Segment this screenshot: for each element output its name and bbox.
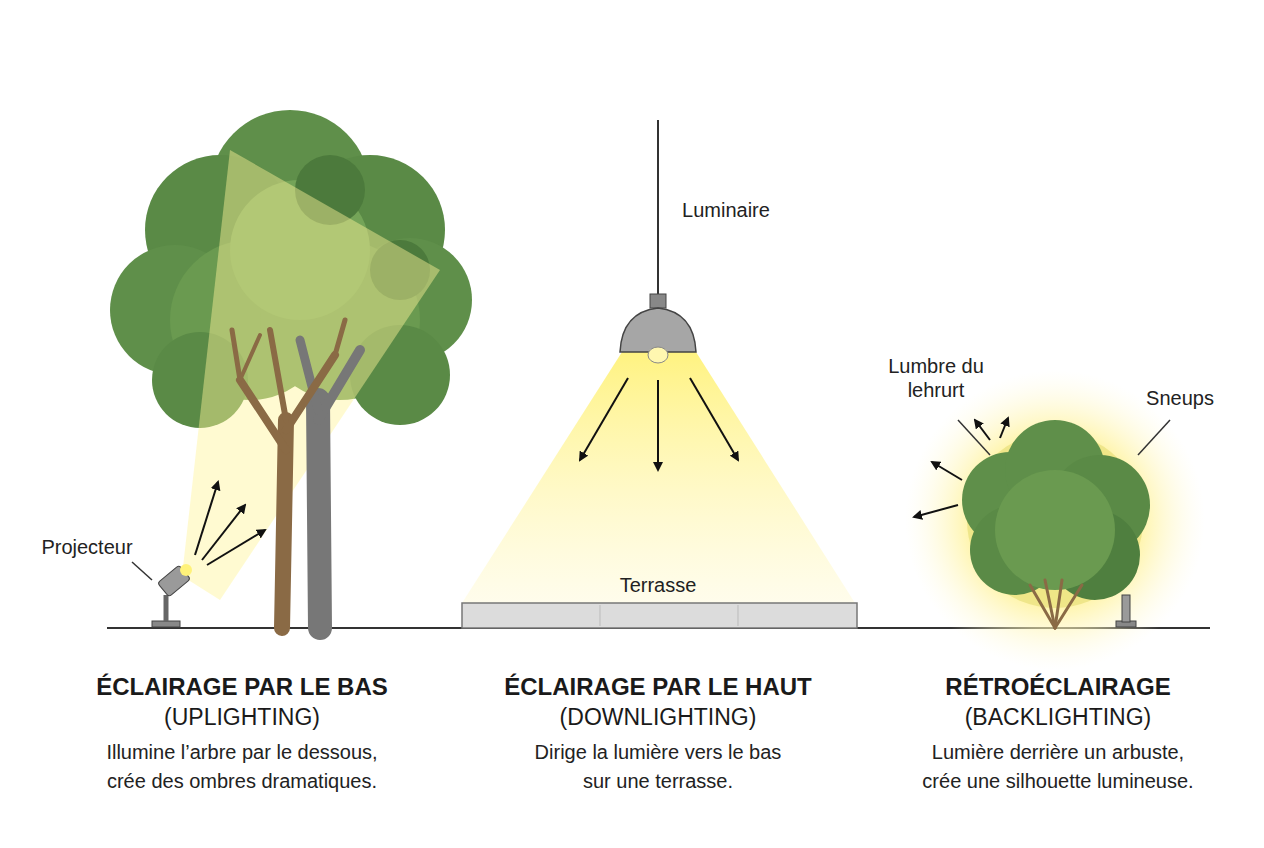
part-label: Projecteur — [41, 535, 132, 559]
leader-line — [958, 420, 990, 455]
tree-trunk — [300, 340, 360, 628]
part-label: Luminaire — [682, 198, 770, 222]
shrub — [962, 420, 1150, 608]
light-cone — [462, 352, 855, 603]
section-heading: RÉTROÉCLAIRAGE — [945, 673, 1170, 702]
part-label: Lumbre du lehrurt — [881, 354, 991, 402]
lamp-cord — [657, 120, 659, 296]
projector-symbol — [152, 564, 192, 627]
lamp-symbol — [620, 294, 696, 363]
section-subtitle: (BACKLIGHTING) — [965, 704, 1152, 732]
section-heading: ÉCLAIRAGE PAR LE HAUT — [504, 673, 812, 702]
leader-line — [132, 562, 152, 580]
spotlight-symbol — [1116, 595, 1136, 627]
light-glow — [905, 370, 1205, 670]
part-label: Sneups — [1146, 386, 1214, 410]
tree-trunk — [232, 320, 345, 628]
section-description: Illumine l’arbre par le dessous, crée de… — [95, 738, 390, 796]
section-description: Dirige la lumière vers le bas sur une te… — [527, 738, 789, 796]
leader-line — [1138, 420, 1170, 455]
section-subtitle: (DOWNLIGHTING) — [560, 704, 757, 732]
part-label: Terrasse — [620, 573, 697, 597]
light-arrow — [580, 378, 738, 470]
shrub-stems — [1030, 580, 1082, 628]
light-arrow — [195, 482, 265, 565]
terrace-slab — [462, 603, 857, 628]
section-heading: ÉCLAIRAGE PAR LE BAS — [96, 673, 388, 702]
section-subtitle: (UPLIGHTING) — [164, 704, 320, 732]
light-arrow — [914, 418, 1008, 517]
section-description: Lumière derrière un arbuste, crée une si… — [913, 738, 1203, 796]
